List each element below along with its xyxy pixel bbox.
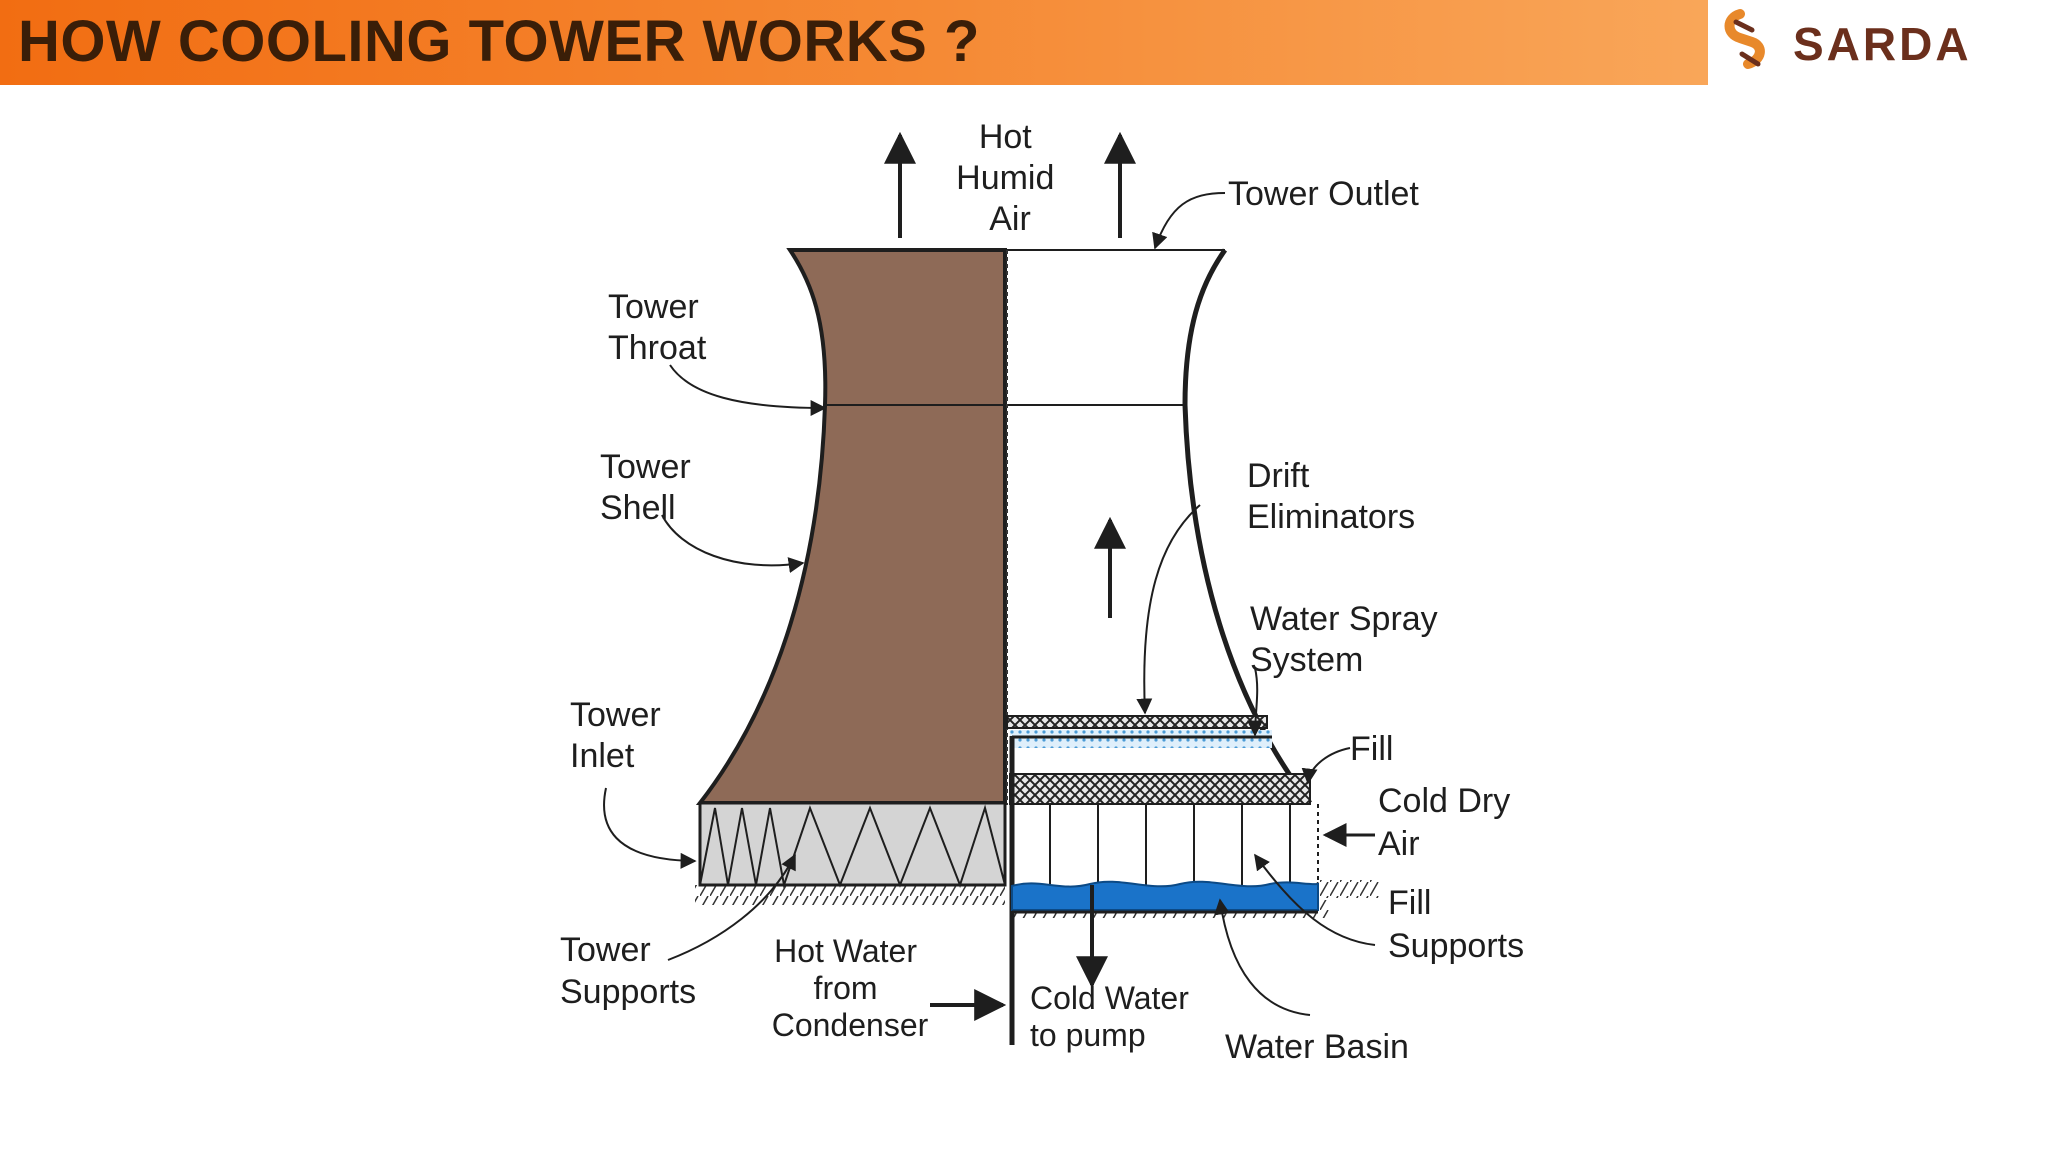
label-drift-eliminators: Drift Eliminators <box>1247 457 1415 536</box>
leader-lines <box>603 192 1376 1016</box>
company-logo: SARDA <box>1718 8 2038 78</box>
label-cold-dry-air: Cold Dry Air <box>1378 782 1520 863</box>
drift-eliminator-layer <box>1006 715 1268 729</box>
water-basin <box>1011 880 1319 911</box>
logo-wordmark: SARDA <box>1793 18 1972 70</box>
label-tower-inlet: Tower Inlet <box>570 696 670 775</box>
label-hot-humid-air: Hot Humid Air <box>956 118 1064 238</box>
ground-hatch-left <box>695 885 1005 905</box>
label-cold-water-to-pump: Cold Water to pump <box>1030 980 1198 1053</box>
fill-supports <box>1049 804 1319 890</box>
ground-hatch-far-right <box>1315 880 1380 898</box>
logo-mark-icon <box>1724 9 1765 69</box>
tower-shell-section <box>695 248 1007 805</box>
label-tower-outlet: Tower Outlet <box>1228 175 1419 213</box>
tower-inlet-panel <box>698 801 1007 887</box>
label-tower-supports: Tower Supports <box>560 931 696 1011</box>
title-bar: HOW COOLING TOWER WORKS ? <box>0 0 1708 85</box>
label-tower-shell: Tower Shell <box>600 448 700 527</box>
fill-layer <box>1009 773 1311 805</box>
label-water-basin: Water Basin <box>1225 1028 1409 1066</box>
label-water-spray-system: Water Spray System <box>1250 600 1447 679</box>
label-hot-water-from-condenser: Hot Water from Condenser <box>772 933 929 1043</box>
tower-supports-zigzag <box>699 804 1006 889</box>
spray-layer <box>1010 730 1272 748</box>
page-title: HOW COOLING TOWER WORKS ? <box>18 9 980 74</box>
label-fill-supports: Fill Supports <box>1388 884 1524 965</box>
label-fill: Fill <box>1350 730 1393 768</box>
label-tower-throat: Tower Throat <box>608 288 708 367</box>
